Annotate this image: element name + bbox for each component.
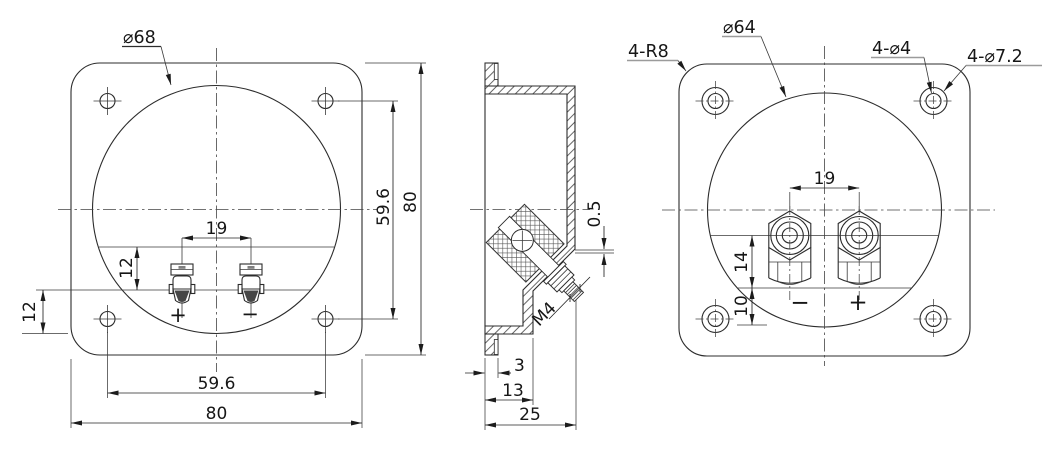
label-text-corner-radius: 4-R8 (628, 42, 669, 62)
dim-back-label-offset: 10 (732, 288, 755, 325)
dim-front-hole-spacing-bottom: 59.6 (107, 332, 326, 398)
dim-front-terminal-spacing: 19 (182, 219, 251, 241)
section-bottom-flange-notch (493, 339, 499, 355)
label-holes-small: 4-⌀4 (871, 39, 932, 94)
dim-text-front-height-right: 80 (401, 191, 421, 213)
front-minus-sign: − (241, 302, 259, 326)
dim-text-section-lug-thickness: 0.5 (585, 200, 605, 227)
back-view: 19 14 10 − + 4-R8 ⌀64 4-⌀4 4 (627, 18, 1042, 366)
label-text-back-diameter: ⌀64 (723, 18, 756, 38)
dim-section-panel-thickness: 3 (465, 356, 525, 430)
dim-text-front-offset-lower: 12 (20, 301, 40, 323)
dim-front-height-right: 80 (365, 62, 426, 356)
dim-front-offset-upper: 12 (117, 247, 140, 290)
section-top-flange-notch (493, 63, 499, 80)
label-text-holes-large: 4-⌀7.2 (967, 47, 1023, 67)
dim-text-back-terminal-spacing: 19 (814, 169, 836, 189)
label-text-holes-small: 4-⌀4 (872, 39, 911, 59)
dim-section-total-depth: 25 (485, 300, 577, 430)
back-plus-sign: + (848, 290, 867, 316)
label-holes-large: 4-⌀7.2 (943, 47, 1042, 92)
dim-front-hole-spacing-right: 59.6 (338, 100, 398, 320)
section-view: 0.5 M4 3 13 25 (465, 62, 614, 430)
front-view: 19 12 12 59.6 80 59.6 (20, 28, 426, 428)
dim-text-back-terminal-offset: 14 (732, 251, 752, 273)
label-front-diameter: ⌀68 (122, 28, 172, 86)
dim-front-width-bottom: 80 (70, 359, 363, 428)
dim-section-step-depth: 13 (485, 338, 534, 405)
dim-text-front-terminal-spacing: 19 (206, 219, 228, 239)
dim-back-terminal-offset: 14 (732, 235, 755, 288)
dim-text-front-width-bottom: 80 (206, 404, 228, 424)
dim-text-step-depth: 13 (502, 381, 524, 401)
dim-back-terminal-spacing: 19 (789, 169, 860, 210)
dim-text-front-offset-upper: 12 (117, 257, 137, 279)
section-terminal-assembly (485, 203, 585, 303)
front-plus-sign: + (169, 303, 187, 327)
dim-text-front-hole-spacing-bottom: 59.6 (198, 374, 236, 394)
dim-text-front-hole-spacing-right: 59.6 (374, 188, 394, 226)
label-text-front-diameter: ⌀68 (123, 28, 156, 48)
back-minus-sign: − (790, 290, 809, 316)
dim-section-lug-thickness: 0.5 (585, 200, 607, 277)
dim-text-panel-thickness: 3 (514, 356, 525, 376)
label-back-diameter: ⌀64 (722, 18, 787, 98)
dim-text-total-depth: 25 (519, 405, 541, 425)
label-corner-radius: 4-R8 (627, 42, 687, 72)
dim-text-back-label-offset: 10 (732, 295, 752, 317)
dim-front-offset-lower: 12 (20, 290, 46, 334)
